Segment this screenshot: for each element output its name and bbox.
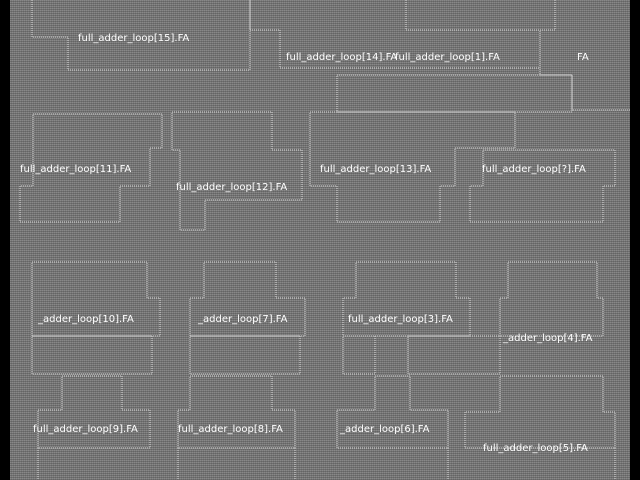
region-mid-block[interactable] [31, 335, 501, 375]
block-label-fa7[interactable]: _adder_loop[7].FA [198, 314, 288, 325]
region-fa-r2[interactable] [469, 149, 616, 223]
block-label-fa15[interactable]: full_adder_loop[15].FA [78, 33, 190, 44]
block-label-fa12[interactable]: full_adder_loop[12].FA [176, 182, 288, 193]
region-fa5[interactable] [464, 375, 616, 449]
left-border [0, 0, 10, 480]
block-label-fa11[interactable]: full_adder_loop[11].FA [20, 164, 132, 175]
region-fa6[interactable] [336, 375, 449, 449]
block-label-fa9[interactable]: full_adder_loop[9].FA [33, 424, 138, 435]
region-fa12[interactable] [171, 111, 303, 231]
block-label-fa-top-right[interactable]: FA [577, 52, 589, 63]
block-label-fa1[interactable]: full_adder_loop[1].FA [395, 52, 500, 63]
block-label-fa10[interactable]: _adder_loop[10].FA [38, 314, 134, 325]
block-label-fa3[interactable]: full_adder_loop[3].FA [348, 314, 453, 325]
region-bottom [37, 448, 616, 480]
region-fa4[interactable] [499, 261, 604, 337]
block-label-fa6[interactable]: _adder_loop[6].FA [340, 424, 430, 435]
block-label-fa14[interactable]: full_adder_loop[14].FA [286, 52, 398, 63]
region-fa7[interactable] [189, 261, 306, 337]
block-label-fa8[interactable]: full_adder_loop[8].FA [178, 424, 283, 435]
block-label-fa5[interactable]: full_adder_loop[5].FA [483, 443, 588, 454]
region-upper-mid[interactable] [336, 74, 573, 113]
right-border [630, 0, 640, 480]
region-fa15[interactable] [31, 0, 251, 71]
region-fa11[interactable] [19, 113, 163, 223]
region-fa8[interactable] [177, 375, 296, 449]
region-fa9[interactable] [37, 375, 151, 449]
block-label-fa13[interactable]: full_adder_loop[13].FA [320, 164, 432, 175]
block-label-fa4[interactable]: _adder_loop[4].FA [503, 333, 593, 344]
region-fa13[interactable] [309, 111, 516, 223]
block-label-fa-r2[interactable]: full_adder_loop[?].FA [482, 164, 586, 175]
